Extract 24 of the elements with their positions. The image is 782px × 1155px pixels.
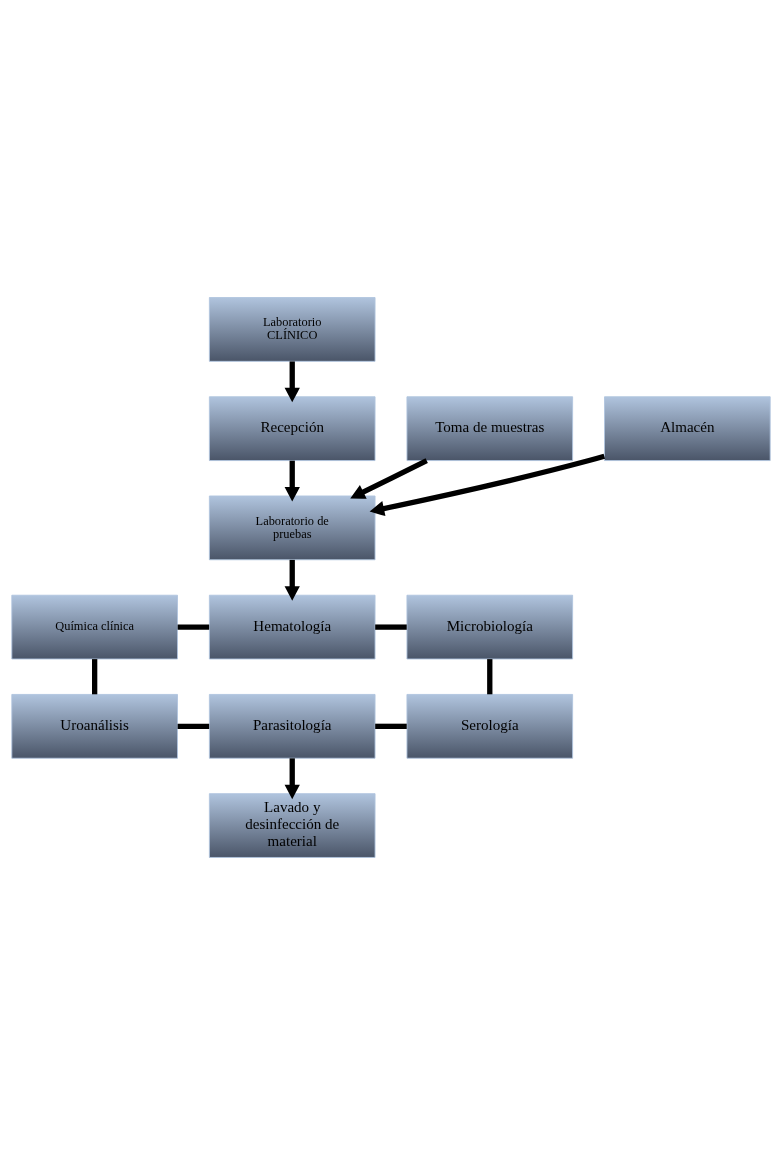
node-box: Recepción: [208, 396, 376, 461]
node-box: Lavado y desinfección de material: [208, 793, 376, 858]
connector: [375, 624, 407, 630]
node-box: Hematología: [208, 594, 376, 660]
connector: [375, 723, 407, 729]
node-box: Microbiología: [406, 594, 574, 660]
arrow: [284, 460, 300, 502]
connector: [92, 659, 98, 695]
node-box: Parasitología: [208, 694, 376, 759]
arrow: [350, 458, 428, 499]
connector: [487, 659, 493, 695]
node-box: Laboratorio de pruebas: [208, 495, 376, 561]
arrow: [284, 559, 300, 601]
arrow: [284, 758, 300, 800]
node-box: Toma de muestras: [406, 396, 574, 461]
arrow: [284, 361, 300, 403]
node-box: Almacén: [604, 396, 771, 461]
node-box: Química clínica: [11, 594, 178, 660]
node-box: Serología: [406, 694, 574, 759]
node-box: Uroanálisis: [11, 694, 178, 759]
connector: [177, 624, 210, 630]
arrow: [369, 453, 606, 517]
connector: [177, 723, 210, 729]
node-box: Laboratorio CLÍNICO: [208, 297, 376, 362]
